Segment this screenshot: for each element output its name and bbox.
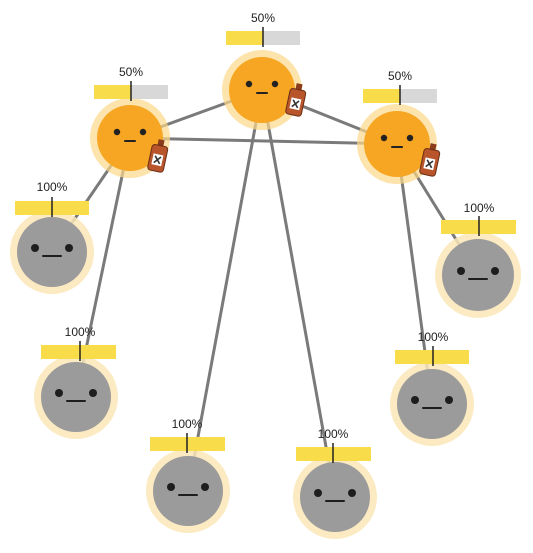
unit-right[interactable]: 50% (357, 69, 441, 184)
health-bar (395, 346, 469, 366)
health-bar-fill (41, 345, 116, 359)
health-bar-fill (363, 89, 400, 103)
edge-left-right (128, 136, 399, 146)
face-icon (245, 80, 279, 94)
health-bar (226, 27, 300, 47)
health-label: 100% (318, 427, 349, 441)
health-bar-fill (226, 31, 263, 45)
health-bar (41, 341, 116, 361)
face-icon (55, 389, 97, 402)
unit-body (229, 57, 295, 123)
face-icon (457, 267, 499, 280)
unit-body (397, 369, 467, 439)
health-bar (296, 443, 371, 463)
nodes-layer: 50% 50% 50% 100% 100% 100% 100% 100% 100% (10, 11, 521, 539)
face-icon (113, 128, 147, 142)
unit-b1[interactable]: 100% (146, 417, 230, 533)
health-label: 50% (119, 65, 143, 79)
unit-b2[interactable]: 100% (293, 427, 377, 539)
edge-top-b2 (260, 88, 337, 499)
unit-l1[interactable]: 100% (10, 180, 94, 294)
face-icon (31, 244, 73, 257)
edge-top-b1 (186, 88, 264, 493)
unit-body (153, 456, 223, 526)
unit-body (41, 362, 111, 432)
health-label: 50% (251, 11, 275, 25)
poison-bottle-icon (147, 139, 169, 173)
health-bar (363, 85, 437, 105)
unit-body (442, 239, 514, 311)
face-icon (380, 134, 414, 148)
health-bar-fill (94, 85, 131, 99)
health-label: 100% (65, 325, 96, 339)
unit-r1[interactable]: 100% (435, 201, 521, 318)
health-label: 100% (37, 180, 68, 194)
health-label: 50% (388, 69, 412, 83)
unit-l2[interactable]: 100% (34, 325, 118, 439)
poison-bottle-icon (419, 143, 441, 177)
face-icon (167, 483, 209, 496)
unit-r2[interactable]: 100% (390, 330, 474, 446)
health-label: 100% (172, 417, 203, 431)
health-bar (15, 197, 89, 217)
face-icon (314, 489, 356, 502)
face-icon (411, 396, 453, 409)
health-bar (94, 81, 168, 101)
health-bar-fill (395, 350, 469, 364)
poison-bottle-icon (285, 83, 307, 117)
unit-left[interactable]: 50% (90, 65, 170, 178)
health-label: 100% (418, 330, 449, 344)
health-bar (150, 433, 225, 453)
unit-body (97, 105, 163, 171)
unit-top[interactable]: 50% (222, 11, 307, 130)
unit-body (17, 217, 87, 287)
health-label: 100% (464, 201, 495, 215)
unit-body (300, 462, 370, 532)
unit-body (364, 111, 430, 177)
health-bar (441, 216, 516, 236)
